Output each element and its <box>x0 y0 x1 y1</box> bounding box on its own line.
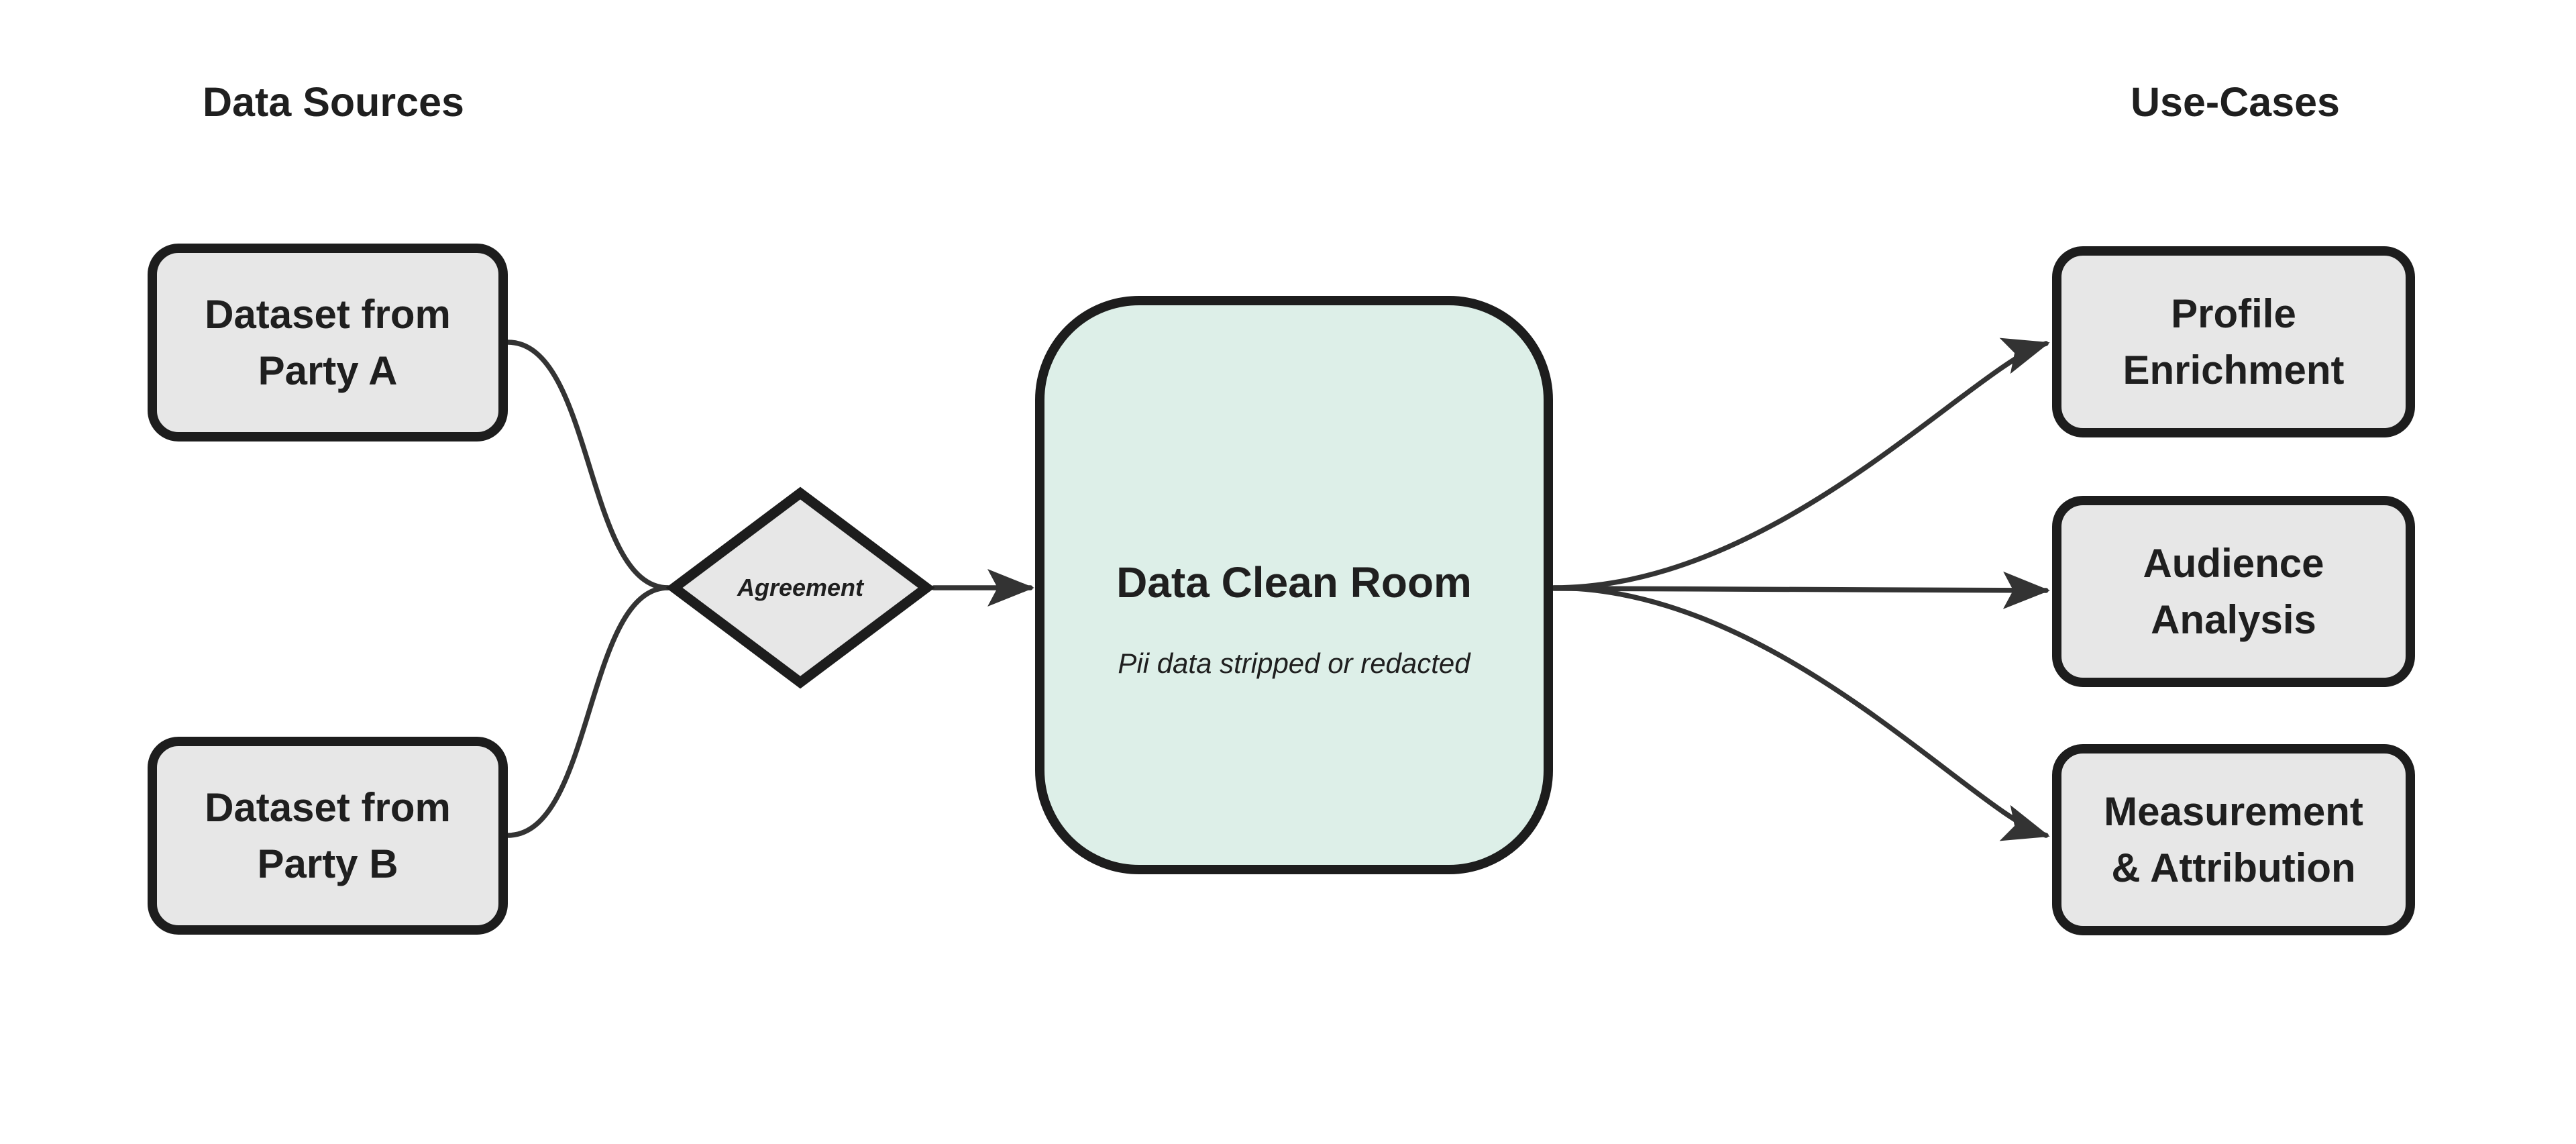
connector-party-a-to-agreement <box>505 340 671 590</box>
node-label-line: Profile <box>2171 291 2296 336</box>
node-label-line: Enrichment <box>2123 347 2345 393</box>
node-measurement-attribution: Measurement & Attribution <box>2052 744 2415 935</box>
connector-clean-room-to-profile-enrichment <box>1551 337 2050 590</box>
node-profile-enrichment: Profile Enrichment <box>2052 246 2415 437</box>
node-label-line: & Attribution <box>2111 845 2356 890</box>
node-label-line: Audience <box>2143 540 2324 586</box>
connector-party-b-to-agreement <box>505 585 671 838</box>
node-label-line: Analysis <box>2151 596 2316 642</box>
clean-room-title: Data Clean Room <box>1116 558 1472 607</box>
data-sources-heading: Data Sources <box>203 79 464 125</box>
connector-clean-room-to-measurement-attribution <box>1551 585 2050 841</box>
node-label-line: Dataset from <box>205 784 451 830</box>
node-label-line: Party A <box>258 348 398 393</box>
clean-room-subtitle: Pii data stripped or redacted <box>1118 647 1470 679</box>
node-dataset-party-a: Dataset from Party A <box>148 244 508 441</box>
clean-room-node: Data Clean Room Pii data stripped or red… <box>1035 296 1553 874</box>
node-dataset-party-b: Dataset from Party B <box>148 737 508 935</box>
connector-clean-room-to-audience-analysis <box>1551 571 2050 609</box>
node-label-line: Party B <box>257 841 398 886</box>
node-audience-analysis: Audience Analysis <box>2052 496 2415 687</box>
node-label-line: Measurement <box>2104 788 2363 834</box>
node-label-line: Dataset from <box>205 291 451 337</box>
use-cases-heading: Use-Cases <box>2131 79 2340 125</box>
agreement-label: Agreement <box>737 574 864 601</box>
